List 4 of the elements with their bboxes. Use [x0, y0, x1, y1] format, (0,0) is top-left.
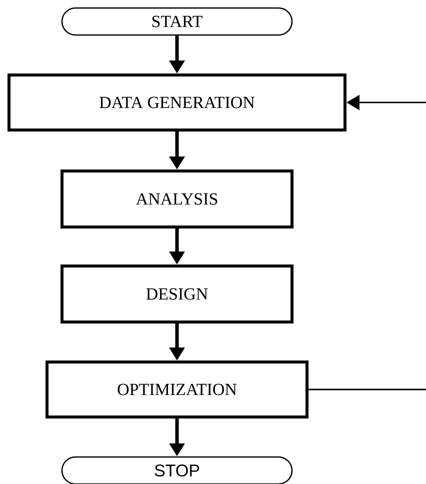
- process-box: OPTIMIZATION: [46, 360, 308, 418]
- process-box: DESIGN: [60, 264, 294, 324]
- process-box: DATA GENERATION: [8, 74, 346, 132]
- process-box: ANALYSIS: [60, 170, 294, 228]
